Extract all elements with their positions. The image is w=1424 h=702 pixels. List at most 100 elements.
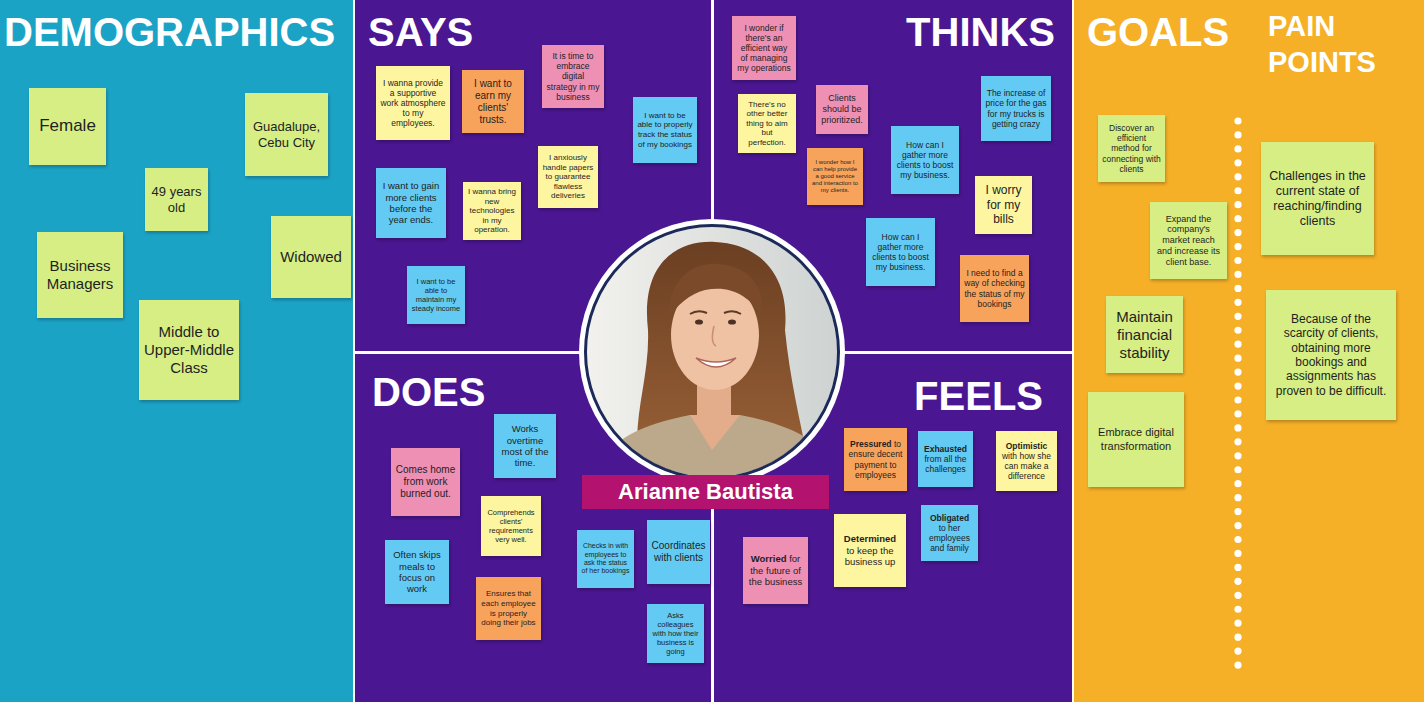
note-body: Middle to Upper-Middle Class	[143, 323, 235, 377]
divider-dot	[1234, 285, 1241, 292]
eyebrow	[690, 311, 707, 314]
section-heading: SAYS	[368, 10, 473, 54]
neckline	[690, 415, 740, 450]
divider-dot	[1234, 215, 1241, 222]
divider-dot	[1234, 522, 1241, 529]
divider-dot	[1234, 564, 1241, 571]
note-body: I wonder how I can help provide a good s…	[811, 159, 859, 195]
smile	[696, 358, 736, 367]
map-section: PAIN POINTSChallenges in the current sta…	[1237, 0, 1424, 702]
sticky-note: Expand the company's market reach and in…	[1150, 202, 1227, 279]
quadrant-ground	[355, 0, 1072, 702]
sticky-note: I wanna provide a supportive work atmosp…	[376, 66, 450, 140]
divider-dot	[1234, 648, 1241, 655]
note-body: Comes home from work burned out.	[395, 464, 456, 500]
divider-dot	[1234, 410, 1241, 417]
note-text: It is time to embrace digital strategy i…	[546, 51, 600, 102]
sticky-note: It is time to embrace digital strategy i…	[542, 45, 604, 108]
note-text: Business Managers	[41, 257, 119, 293]
sticky-note: Exhaustedfrom all the challenges	[918, 431, 973, 487]
note-body: Comprehends clients' requirements very w…	[485, 508, 537, 544]
divider-dot	[1234, 159, 1241, 166]
note-body: I wonder if there's an efficient way of …	[736, 23, 792, 74]
sticky-note: Comes home from work burned out.	[391, 448, 460, 516]
note-body: It is time to embrace digital strategy i…	[546, 51, 600, 102]
note-text: Discover an efficient method for connect…	[1102, 123, 1161, 174]
divider-dot	[1234, 271, 1241, 278]
note-body: Business Managers	[41, 257, 119, 293]
sticky-note: Works overtime most of the time.	[494, 414, 556, 478]
section-heading: THINKS	[906, 10, 1055, 54]
note-body: I want to be able to maintain my steady …	[411, 277, 461, 313]
demographics-ground	[0, 0, 353, 702]
note-text: Because of the scarcity of clients, obta…	[1270, 312, 1392, 398]
sticky-note: Ensures that each employee is properly d…	[476, 577, 541, 640]
note-body: I want to earn my clients' trusts.	[466, 78, 520, 126]
divider-dot	[1234, 536, 1241, 543]
sticky-note: Checks in with employees to ask the stat…	[577, 530, 634, 588]
note-body: Widowed	[275, 248, 347, 266]
divider-dot	[1234, 452, 1241, 459]
note-text: Coordinates with clients	[651, 540, 706, 564]
note-text: Comprehends clients' requirements very w…	[485, 508, 537, 544]
divider-dot	[1234, 606, 1241, 613]
note-text: I anxiously handle papers to guarantee f…	[542, 153, 594, 201]
sticky-note: Optimisticwith how she can make a differ…	[996, 431, 1057, 491]
divider-dot	[1234, 131, 1241, 138]
sticky-note: The increase of price for the gas for my…	[981, 76, 1051, 141]
divider-dot	[1234, 257, 1241, 264]
note-body: Clients should be prioritized.	[820, 93, 864, 125]
note-body: Maintain financial stability	[1110, 308, 1179, 362]
name-tag: Arianne Bautista	[582, 475, 829, 509]
sticky-note: I wonder if there's an efficient way of …	[732, 16, 796, 80]
sticky-note: Often skips meals to focus on work	[385, 540, 449, 604]
note-body: Discover an efficient method for connect…	[1102, 123, 1161, 174]
note-text: Expand the company's market reach and in…	[1154, 214, 1223, 268]
feeling-word: Determined	[838, 533, 902, 544]
divider-dot	[1234, 466, 1241, 473]
eye	[728, 319, 736, 324]
photo-ring	[579, 219, 845, 485]
note-body: Female	[33, 116, 102, 136]
note-body: Worriedfor the future of the business	[747, 553, 804, 587]
note-body: 49 years old	[149, 184, 204, 215]
note-body: Pressuredto ensure decent payment to emp…	[848, 439, 903, 480]
sticky-note: Worriedfor the future of the business	[743, 537, 808, 604]
feeling-word: Exhausted	[922, 444, 969, 454]
note-text: Comes home from work burned out.	[395, 464, 456, 500]
note-body: I need to find a way of checking the sta…	[964, 268, 1025, 309]
note-text: with how she can make a difference	[1000, 451, 1053, 482]
persona-name: Arianne Bautista	[618, 479, 793, 505]
map-section: GOALSDiscover an efficient method for co…	[1074, 0, 1237, 702]
note-body: Ensures that each employee is properly d…	[480, 589, 537, 627]
map-section: FEELS Pressuredto ensure decent payment t…	[713, 353, 1072, 702]
note-text: 49 years old	[149, 184, 204, 215]
sticky-note: I worry for my bills	[975, 176, 1032, 234]
divider-dot	[1234, 494, 1241, 501]
feeling-word: Obligated	[925, 513, 974, 523]
section-heading: FEELS	[914, 374, 1043, 418]
divider-dot	[1234, 243, 1241, 250]
sticky-note: Asks colleagues with how their business …	[647, 604, 704, 663]
sticky-note: I want to be able to maintain my steady …	[407, 266, 465, 324]
divider-dot	[1234, 550, 1241, 557]
note-text: to her employees and family	[925, 523, 974, 554]
note-text: Embrace digital transformation	[1092, 426, 1180, 452]
sticky-note: I want to gain more clients before the y…	[376, 168, 446, 238]
note-text: to keep the business up	[838, 545, 902, 568]
note-body: Optimisticwith how she can make a differ…	[1000, 441, 1053, 482]
note-text: Guadalupe, Cebu City	[249, 119, 324, 150]
note-text: Challenges in the current state of reach…	[1265, 169, 1370, 229]
divider-dot	[1234, 661, 1241, 668]
note-text: How can I gather more clients to boost m…	[895, 140, 955, 181]
note-body: Obligatedto her employees and family	[925, 513, 974, 554]
sticky-note: 49 years old	[145, 168, 208, 231]
note-text: There's no other better thing to aim but…	[742, 100, 792, 148]
sticky-note: Discover an efficient method for connect…	[1098, 115, 1165, 182]
note-text: Ensures that each employee is properly d…	[480, 589, 537, 627]
note-text: I wonder how I can help provide a good s…	[811, 159, 859, 195]
note-text: I want to earn my clients' trusts.	[466, 78, 520, 126]
sticky-note: I need to find a way of checking the sta…	[960, 255, 1029, 322]
